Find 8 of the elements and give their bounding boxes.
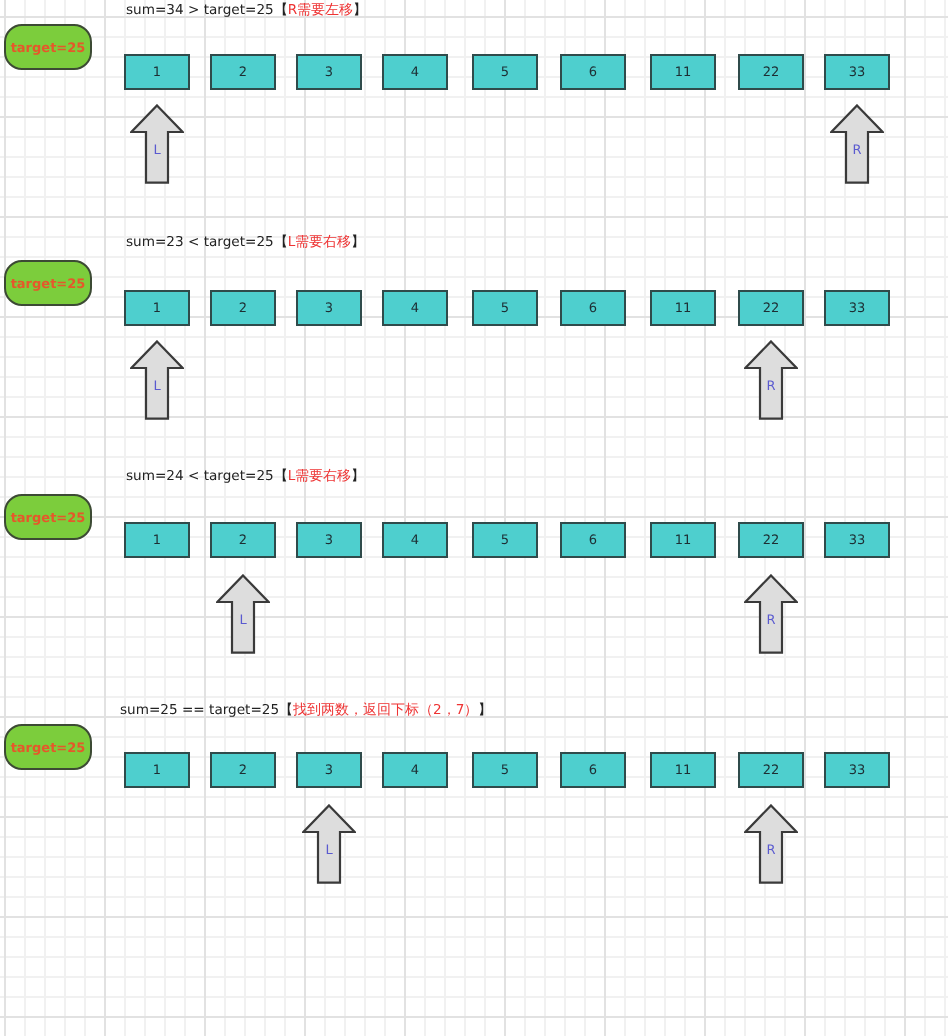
pointer-arrow: [744, 574, 798, 654]
pointer-arrow: [130, 104, 184, 184]
pointer-arrow: [130, 340, 184, 420]
pointer-arrow: [302, 804, 356, 884]
pointer-arrow: [744, 804, 798, 884]
pointer-arrow: [830, 104, 884, 184]
pointer-arrow: [744, 340, 798, 420]
pointer-arrow: [216, 574, 270, 654]
